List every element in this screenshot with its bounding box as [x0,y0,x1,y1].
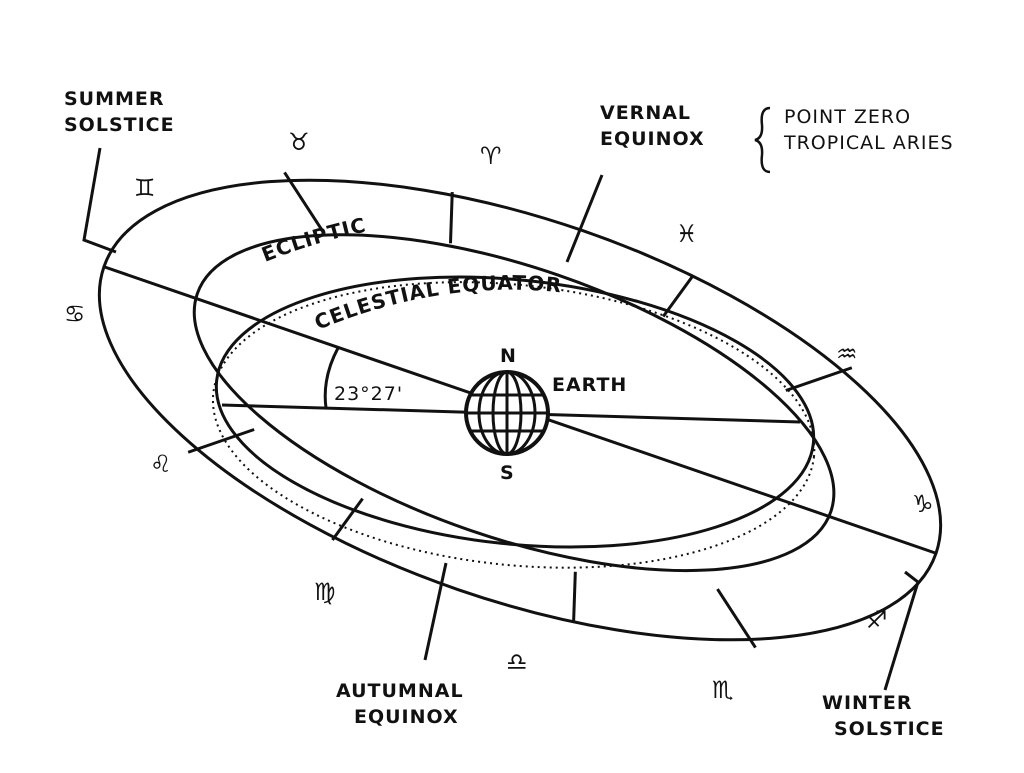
celestial-equator-label: CELESTIAL EQUATOR [311,271,562,335]
celestial-equator-ellipse [214,275,816,549]
aquarius-symbol: ♒ [836,340,858,368]
earth-globe [464,370,550,456]
scorpio-symbol: ♏ [712,676,734,704]
libra-symbol: ♎ [506,648,528,676]
winter-solstice-pointer [883,570,920,691]
autumnal-equinox-pointer [423,562,448,661]
zodiac-divider [187,428,255,454]
cancer-symbol: ♋ [64,300,86,328]
zodiac-divider [283,171,324,232]
sagittarius-symbol: ♐ [866,606,888,634]
angle-label: 23°27' [334,383,404,405]
svg-text:ECLIPTIC: ECLIPTIC [258,213,368,267]
ecliptic-label: ECLIPTIC [258,213,367,267]
point-zero-brace [754,106,771,174]
virgo-symbol: ♍ [314,578,336,606]
zodiac-divider [448,192,454,244]
summer-solstice-pointer [82,147,117,254]
ecliptic-ellipse [192,233,836,573]
zodiac-divider [716,588,757,649]
vernal-equinox-pointer [565,174,604,263]
zodiac-divider [572,571,577,624]
zodiac-divider [785,366,853,392]
aries-symbol: ♈ [480,142,502,170]
earth-label: EARTH [552,374,628,396]
gemini-symbol: ♊ [134,174,156,202]
north-label: N [500,345,517,367]
angle-arc [323,347,340,409]
taurus-symbol: ♉ [288,128,310,156]
leo-symbol: ♌ [150,450,172,478]
capricorn-symbol: ♑ [912,490,934,518]
pisces-symbol: ♓ [676,220,698,248]
zodiac-divider [331,497,364,541]
svg-text:CELESTIAL EQUATOR: CELESTIAL EQUATOR [311,271,563,335]
celestial-equator-band [211,281,816,569]
south-label: S [500,462,515,484]
